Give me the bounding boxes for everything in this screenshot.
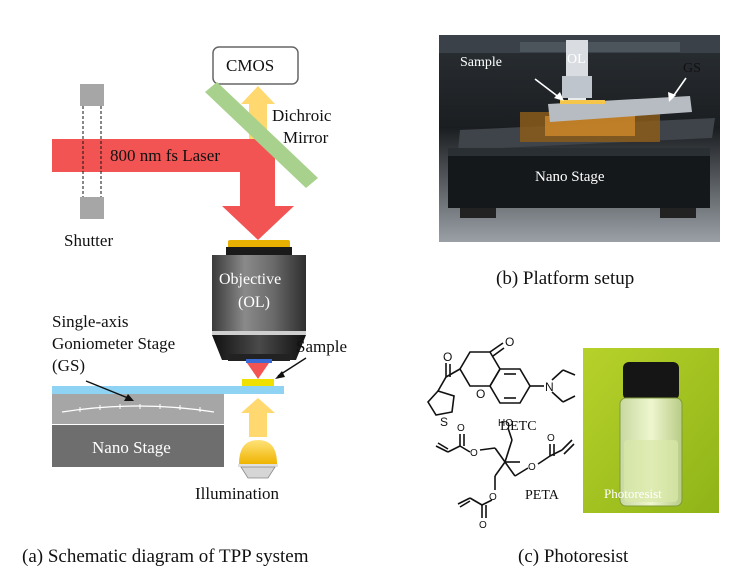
panel-a-schematic [52, 46, 318, 479]
panel-a-caption: (a) Schematic diagram of TPP system [22, 546, 309, 567]
photo-sample-label: Sample [460, 55, 502, 70]
detc-sulfur: S [440, 415, 448, 429]
photo-nano-stage-label: Nano Stage [535, 169, 605, 185]
peta-label: PETA [525, 488, 559, 503]
panel-c-caption: (c) Photoresist [518, 546, 629, 567]
detc-label: DETC [500, 419, 537, 434]
objective-label-line2: (OL) [238, 294, 270, 311]
sample-label: Sample [296, 337, 347, 356]
dichroic-mirror [205, 82, 318, 188]
detc-carbonyl-o: O [505, 335, 514, 349]
panel-c-chemistry [427, 342, 719, 518]
vial-cap [623, 362, 679, 400]
detc-nitrogen: N [545, 380, 554, 394]
peta-hydroxyl: HO [498, 418, 513, 429]
peta-o-left-carbonyl: O [457, 423, 465, 434]
goniometer-slide [52, 386, 284, 394]
detc-lactone-o: O [476, 387, 485, 401]
peta-o-bottom-carbonyl: O [479, 520, 487, 531]
laser-label: 800 nm fs Laser [110, 146, 221, 165]
laser-down-arrowhead [222, 206, 294, 240]
illumination-label: Illumination [195, 484, 280, 503]
photo-gs-label: GS [683, 61, 701, 76]
dichroic-label-line1: Dichroic [272, 106, 332, 125]
detc-structure [427, 342, 576, 416]
shutter-label: Shutter [64, 231, 114, 250]
peta-o-right: O [528, 462, 536, 473]
nano-stage-block [52, 425, 224, 467]
sample-block [242, 379, 274, 387]
detc-ketone-o: O [443, 350, 452, 364]
illumination-bulb [238, 440, 278, 479]
panel-b-caption: (b) Platform setup [496, 268, 635, 289]
shutter [80, 84, 104, 219]
panel-b-photo [439, 35, 720, 242]
laser-beam [52, 139, 275, 172]
cmos-box [212, 46, 299, 85]
peta-o-bottom: O [489, 492, 497, 503]
gs-label-line1: Single-axis [52, 312, 129, 331]
peta-o-right-carbonyl: O [547, 433, 555, 444]
gs-label-line3: (GS) [52, 356, 86, 375]
objective-lens [212, 240, 306, 363]
photo-ol-label: OL [567, 52, 586, 67]
nano-stage-label: Nano Stage [92, 438, 171, 457]
illumination-arrow [241, 398, 275, 437]
peta-structure [435, 427, 575, 518]
gs-label-line2: Goniometer Stage [52, 334, 176, 353]
goniometer-body [52, 394, 224, 424]
laser-down-beam [240, 155, 275, 207]
focus-cone [247, 363, 269, 379]
dichroic-label-line2: Mirror [283, 128, 329, 147]
peta-o-left: O [470, 448, 478, 459]
objective-label-line1: Objective [219, 271, 282, 288]
cmos-label: CMOS [226, 56, 275, 75]
photoresist-photo-label: Photoresist [604, 486, 662, 501]
